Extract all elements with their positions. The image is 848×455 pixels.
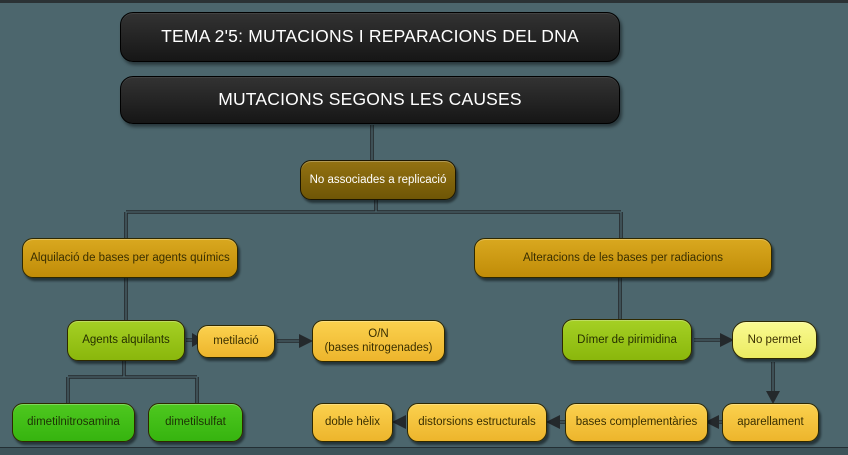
node-dimetilnitrosamina[interactable]: dimetilnitrosamina xyxy=(12,403,135,442)
node-dimetilsulfat[interactable]: dimetilsulfat xyxy=(148,403,243,442)
node-aparellament[interactable]: aparellament xyxy=(722,403,819,442)
arrow-aparellament-to-bases xyxy=(705,415,719,429)
node-bases-complementaries[interactable]: bases complementàries xyxy=(565,403,708,442)
arrow-distorsions-to-doblehelix xyxy=(392,415,406,429)
arrow-nopermet-to-aparellament xyxy=(766,391,780,404)
arrow-dimer-to-nopermet xyxy=(720,333,734,347)
node-dimer-pirimidina[interactable]: Dímer de pirimidina xyxy=(562,319,692,361)
node-alquilacio[interactable]: Alquilació de bases per agents químics xyxy=(22,238,238,278)
node-no-permet[interactable]: No permet xyxy=(732,321,817,359)
node-on-bases-line2: (bases nitrogenades) xyxy=(324,342,433,354)
title-node-sub[interactable]: MUTACIONS SEGONS LES CAUSES xyxy=(120,76,620,124)
window-top-edge xyxy=(0,0,848,3)
node-alteracions[interactable]: Alteracions de les bases per radiacions xyxy=(474,238,772,278)
node-on-bases-line1: O/N xyxy=(368,327,389,340)
arrow-metilacio-to-on xyxy=(299,334,313,348)
window-bottom-edge xyxy=(0,447,848,455)
arrow-bases-to-distorsions xyxy=(546,415,560,429)
node-on-bases[interactable]: O/N (bases nitrogenades) xyxy=(312,320,445,362)
node-doble-helix[interactable]: doble hèlix xyxy=(312,403,393,442)
title-node-main[interactable]: TEMA 2'5: MUTACIONS I REPARACIONS DEL DN… xyxy=(120,12,620,62)
node-agents-alquilants[interactable]: Agents alquilants xyxy=(67,320,185,361)
node-distorsions[interactable]: distorsions estructurals xyxy=(407,403,547,442)
node-metilacio[interactable]: metilació xyxy=(197,325,275,358)
node-no-associades[interactable]: No associades a replicació xyxy=(300,160,456,200)
